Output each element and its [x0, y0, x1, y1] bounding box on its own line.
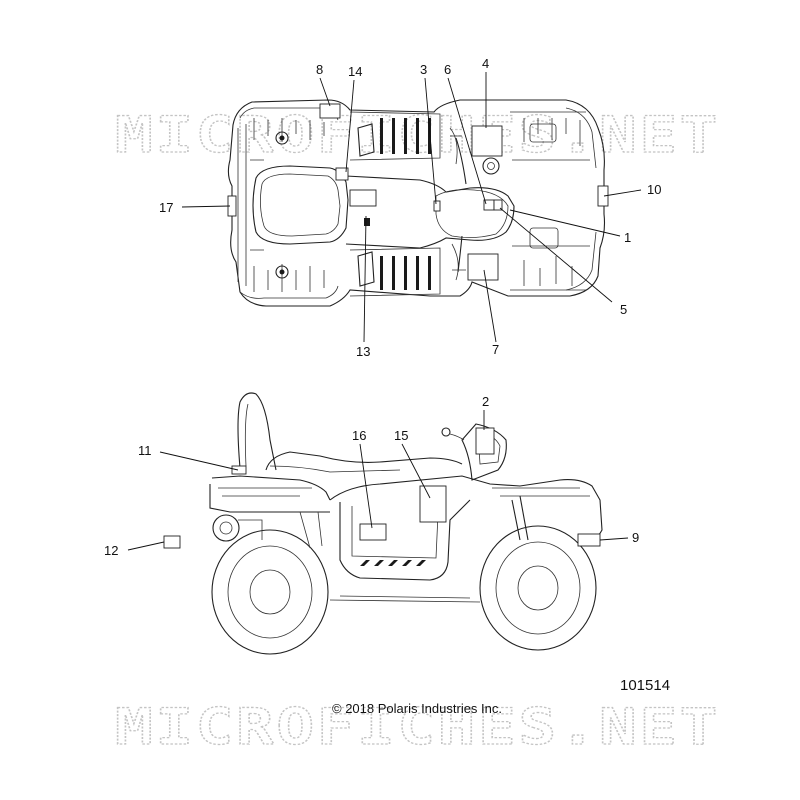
callout-11: 11 — [138, 443, 152, 458]
callout-12: 12 — [104, 543, 118, 558]
callout-6: 6 — [444, 62, 451, 77]
callout-17: 17 — [159, 200, 173, 215]
callout-2: 2 — [482, 394, 489, 409]
decal-12 — [163, 535, 181, 549]
callout-15: 15 — [394, 428, 408, 443]
front-rack — [510, 111, 590, 291]
decal-7 — [467, 253, 499, 281]
callout-14: 14 — [348, 64, 362, 79]
decal-9 — [577, 533, 601, 547]
atv-side-view — [163, 392, 603, 655]
footwell-top — [349, 111, 458, 165]
decal-8 — [319, 103, 341, 119]
callout-4: 4 — [482, 56, 489, 71]
callout-10: 10 — [647, 182, 661, 197]
rear-wheel — [211, 529, 329, 655]
callouts: 8 14 3 6 4 17 10 1 5 13 7 2 16 15 11 12 … — [104, 56, 661, 558]
callout-13: 13 — [356, 344, 370, 359]
callout-7: 7 — [492, 342, 499, 357]
footwell-bottom — [349, 243, 459, 297]
decal-13 — [349, 189, 377, 207]
decal-3 — [433, 200, 441, 212]
callout-16: 16 — [352, 428, 366, 443]
callout-3: 3 — [420, 62, 427, 77]
leader-lines — [127, 72, 642, 551]
front-wheel — [479, 525, 597, 651]
copyright-notice: © 2018 Polaris Industries Inc. — [332, 701, 502, 716]
passenger-backrest — [237, 392, 277, 471]
decal-14 — [335, 167, 349, 181]
decal-16 — [359, 523, 387, 541]
decal-10 — [597, 185, 609, 207]
callout-8: 8 — [316, 62, 323, 77]
rear-rack — [237, 118, 325, 292]
decal-4 — [471, 125, 503, 157]
callout-1: 1 — [624, 230, 631, 245]
decal-11 — [231, 465, 247, 475]
watermark-bottom: MICROFICHES.NET — [115, 698, 720, 756]
callout-5: 5 — [620, 302, 627, 317]
decal-15 — [419, 485, 447, 523]
callout-9: 9 — [632, 530, 639, 545]
figure-number: 101514 — [620, 677, 670, 694]
decal-2 — [475, 427, 495, 455]
decal-5 — [493, 199, 503, 211]
